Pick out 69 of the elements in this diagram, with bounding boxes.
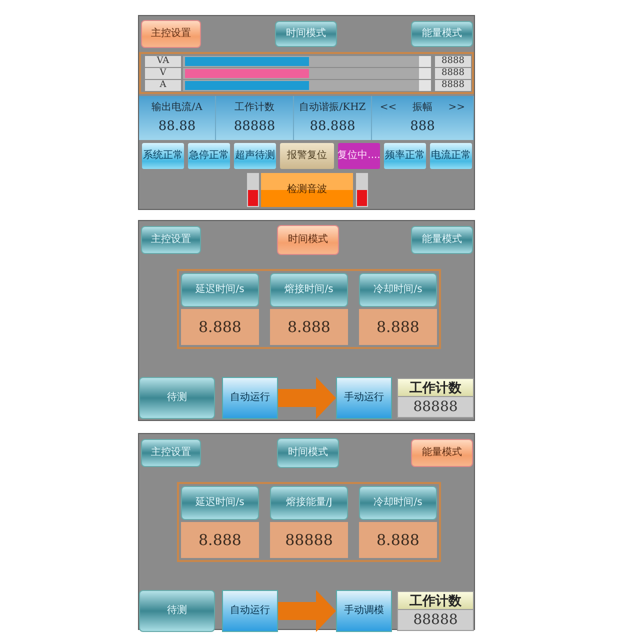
counter-value: 88888 (398, 610, 473, 630)
detect-button: 检测音波 (261, 173, 353, 207)
value-display: 8.888 (270, 309, 348, 345)
readout-panel (216, 96, 294, 140)
counter-value: 88888 (398, 397, 473, 417)
readout-value: 888 (410, 120, 435, 134)
counter-title: 工作计数 (398, 379, 473, 396)
readout-panel (372, 96, 474, 140)
meter-readout: V (145, 68, 181, 79)
display-frame (139, 52, 474, 94)
value-display: 88888 (270, 522, 348, 558)
meter-readout: 8888 (435, 56, 471, 67)
screen-panel (138, 433, 475, 630)
mode-button: 主控设置 (141, 226, 201, 254)
readout-panel (294, 96, 372, 140)
mode-button: 冷却时间/s (359, 273, 437, 307)
value-display: 8.888 (181, 309, 259, 345)
status-indicator: 超声待测 (234, 143, 276, 169)
mode-button: 能量模式 (411, 226, 473, 254)
meter-readout: A (145, 80, 181, 91)
readout-panel (139, 96, 216, 140)
counter-title: 工作计数 (398, 592, 473, 610)
mode-button: 能量模式 (411, 21, 473, 47)
mode-button: 延迟时间/s (181, 273, 259, 307)
meter-readout: 8888 (435, 80, 471, 91)
value-display: 8.888 (359, 309, 437, 345)
counter-display (397, 378, 474, 418)
mode-button: 时间模式 (277, 225, 339, 255)
column-header: 自动谐振/KHZ (299, 102, 366, 113)
mode-button: 熔接时间/s (270, 273, 348, 307)
column-header: 振幅 (412, 102, 432, 113)
display-frame (177, 269, 441, 349)
meter-readout: 8888 (435, 68, 471, 79)
status-indicator: 电流正常 (430, 143, 472, 169)
mode-button: 延迟时间/s (181, 486, 259, 520)
nav-label: << (380, 102, 397, 113)
mode-button: 能量模式 (411, 439, 473, 467)
mode-button: 待测 (139, 590, 215, 632)
readout-value: 88.88 (158, 120, 196, 134)
mode-button: 冷却时间/s (359, 486, 437, 520)
screen-panel (138, 15, 475, 210)
column-header: 工作计数 (234, 102, 274, 113)
nav-label: >> (448, 102, 466, 113)
meter-readout: VA (145, 56, 181, 67)
mode-button: 主控设置 (141, 20, 201, 48)
run-button: 自动运行 (222, 590, 278, 632)
status-indicator: 复位中.... (338, 143, 380, 169)
mode-button: 时间模式 (277, 438, 339, 468)
status-indicator: 急停正常 (188, 143, 230, 169)
mode-button: 待测 (139, 377, 215, 419)
mode-button: 主控设置 (141, 439, 201, 467)
column-header: 输出电流/A (152, 102, 202, 113)
arrow (278, 590, 336, 632)
run-button: 手动运行 (336, 377, 392, 419)
mode-button: 熔接能量/J (270, 486, 348, 520)
readout-value: 88.888 (310, 120, 356, 134)
reset-button: 报警复位 (280, 143, 334, 169)
run-button: 手动调模 (336, 590, 392, 632)
mode-button: 时间模式 (275, 21, 337, 47)
value-display: 8.888 (359, 522, 437, 558)
display-frame (177, 482, 441, 562)
counter-display (397, 591, 474, 631)
readout-value: 88888 (234, 120, 276, 134)
arrow (278, 377, 336, 419)
run-button: 自动运行 (222, 377, 278, 419)
value-display: 8.888 (181, 522, 259, 558)
status-indicator: 系统正常 (142, 143, 184, 169)
screen-panel (138, 220, 475, 421)
status-indicator: 频率正常 (384, 143, 426, 169)
